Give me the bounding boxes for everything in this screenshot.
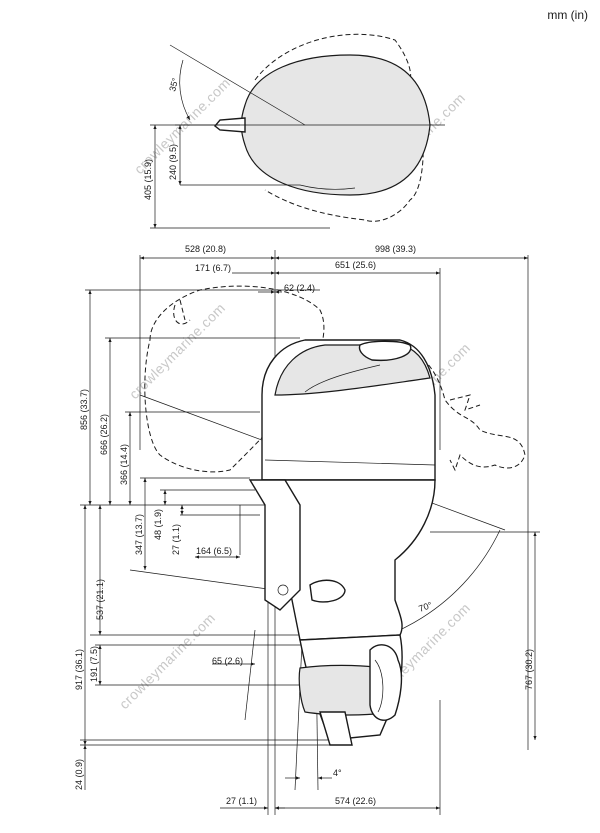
dim-537: 537 (21.1) — [95, 579, 105, 620]
top-view: 35° 240 (9.5) 405 (15.9) — [143, 33, 445, 229]
propeller — [369, 644, 403, 721]
clamp-bracket — [248, 479, 301, 611]
bracket-bolt — [277, 584, 289, 596]
watermark-3: crowleymarine.com — [126, 300, 229, 403]
cowl-handle — [358, 340, 412, 362]
top-view-steer-outline — [254, 33, 424, 222]
dim-856: 856 (33.7) — [79, 389, 89, 430]
dim-528: 528 (20.8) — [185, 244, 226, 254]
top-angle-35: 35° — [167, 76, 180, 92]
top-dim-405: 405 (15.9) — [143, 159, 153, 200]
dim-767: 767 (30.2) — [524, 649, 534, 690]
angle-70: 70° — [417, 600, 434, 614]
units-label: mm (in) — [547, 8, 588, 22]
dim-171: 171 (6.7) — [195, 263, 231, 273]
dim-191: 191 (7.5) — [89, 646, 99, 682]
dim-27b: 27 (1.1) — [226, 796, 257, 806]
dim-48: 48 (1.9) — [153, 509, 163, 540]
dim-998: 998 (39.3) — [375, 244, 416, 254]
dim-666: 666 (26.2) — [99, 414, 109, 455]
side-view: 528 (20.8) 998 (39.3) 171 (6.7) 651 (25.… — [74, 244, 540, 815]
angle-4: 4° — [333, 768, 342, 778]
skeg — [319, 711, 353, 746]
dim-917: 917 (36.1) — [74, 649, 84, 690]
dim-651: 651 (25.6) — [335, 260, 376, 270]
dim-27a: 27 (1.1) — [171, 524, 181, 555]
dim-574: 574 (22.6) — [335, 796, 376, 806]
dim-366: 366 (14.4) — [119, 444, 129, 485]
top-view-angle-line — [169, 44, 306, 126]
dim-62: 62 (2.4) — [284, 283, 315, 293]
dim-347: 347 (13.7) — [134, 514, 144, 555]
dim-24: 24 (0.9) — [74, 759, 84, 790]
dim-164: 164 (6.5) — [196, 546, 232, 556]
top-dim-240: 240 (9.5) — [168, 144, 178, 180]
anode-plate — [309, 579, 346, 603]
trimmed-lower-outline — [409, 349, 526, 472]
dim-65: 65 (2.6) — [212, 656, 243, 666]
tilted-engine-outline — [144, 285, 325, 473]
watermark-5: crowleymarine.com — [116, 610, 219, 713]
